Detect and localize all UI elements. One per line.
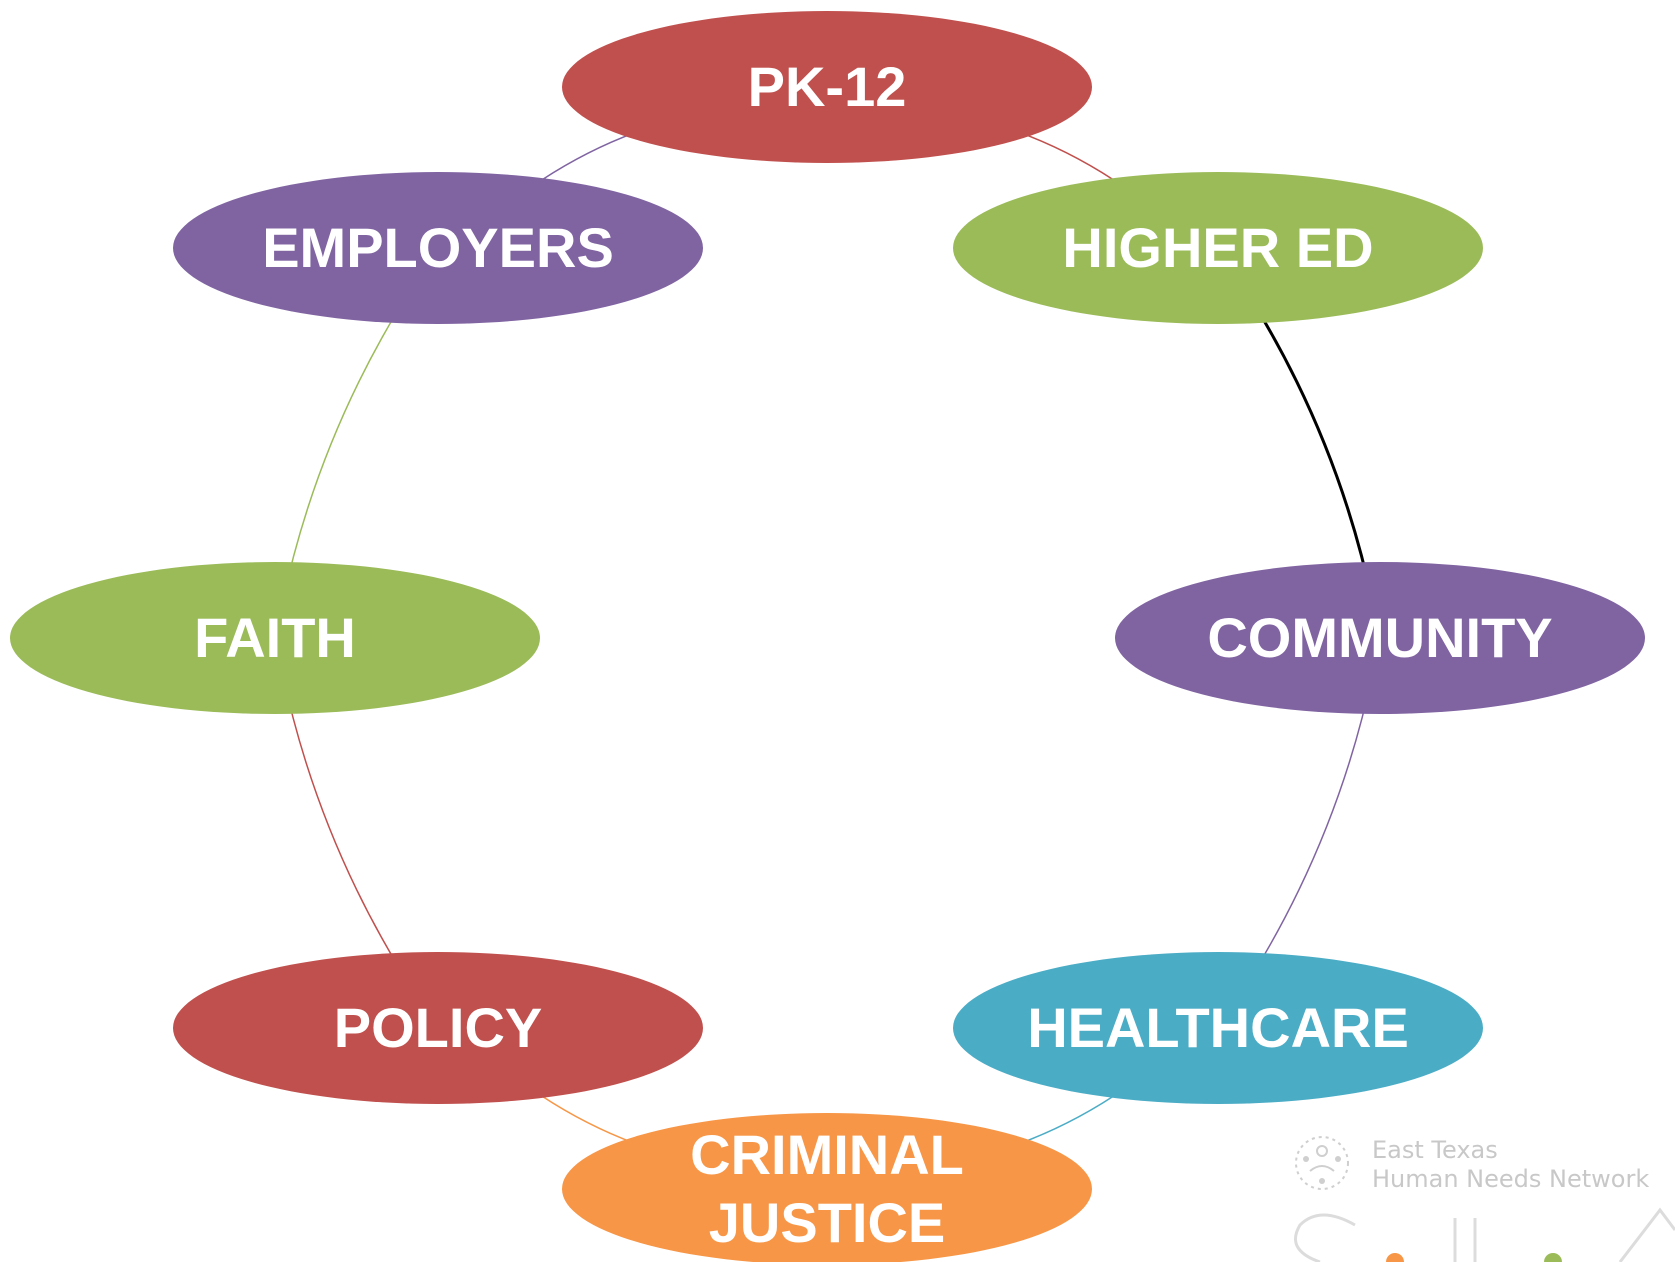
- node-ellipse-faith: [10, 562, 540, 714]
- node-label-pk12: PK-12: [748, 55, 907, 118]
- watermark-line-2: Human Needs Network: [1372, 1165, 1649, 1193]
- node-policy: POLICY: [173, 952, 703, 1104]
- node-ellipse-pk12: [562, 11, 1092, 163]
- node-label-healthcare: HEALTHCARE: [1027, 996, 1409, 1059]
- connector-higher-ed-to-community: [1235, 275, 1375, 605]
- node-label-faith: FAITH: [194, 606, 356, 669]
- node-ellipse-community: [1115, 562, 1645, 714]
- node-ellipse-policy: [173, 952, 703, 1104]
- node-label-employers: EMPLOYERS: [262, 216, 614, 279]
- node-label-higher-ed: HIGHER ED: [1062, 216, 1373, 279]
- node-faith: FAITH: [10, 562, 540, 714]
- node-pk12: PK-12: [562, 11, 1092, 163]
- node-employers: EMPLOYERS: [173, 172, 703, 324]
- network-people-icon: [1295, 1136, 1349, 1190]
- connector-community-to-healthcare: [1236, 671, 1374, 1000]
- node-label-community: COMMUNITY: [1207, 606, 1552, 669]
- node-label-policy: POLICY: [334, 996, 542, 1059]
- node-healthcare: HEALTHCARE: [953, 952, 1483, 1104]
- node-ellipse-healthcare: [953, 952, 1483, 1104]
- node-label-criminal-justice-line-2: JUSTICE: [709, 1191, 946, 1254]
- connector-policy-to-faith: [281, 671, 420, 1000]
- node-ellipse-higher-ed: [953, 172, 1483, 324]
- connector-faith-to-employers: [281, 276, 420, 605]
- node-community: COMMUNITY: [1115, 562, 1645, 714]
- node-ellipse-employers: [173, 172, 703, 324]
- watermark-logo: East Texas Human Needs Network: [1294, 1136, 1675, 1262]
- node-higher-ed: HIGHER ED: [953, 172, 1483, 324]
- node-label-criminal-justice-line-1: CRIMINAL: [690, 1123, 964, 1186]
- node-ellipse-criminal-justice: [562, 1113, 1092, 1262]
- watermark-line-1: East Texas: [1372, 1136, 1498, 1164]
- watermark-large-mark: [1294, 1207, 1675, 1262]
